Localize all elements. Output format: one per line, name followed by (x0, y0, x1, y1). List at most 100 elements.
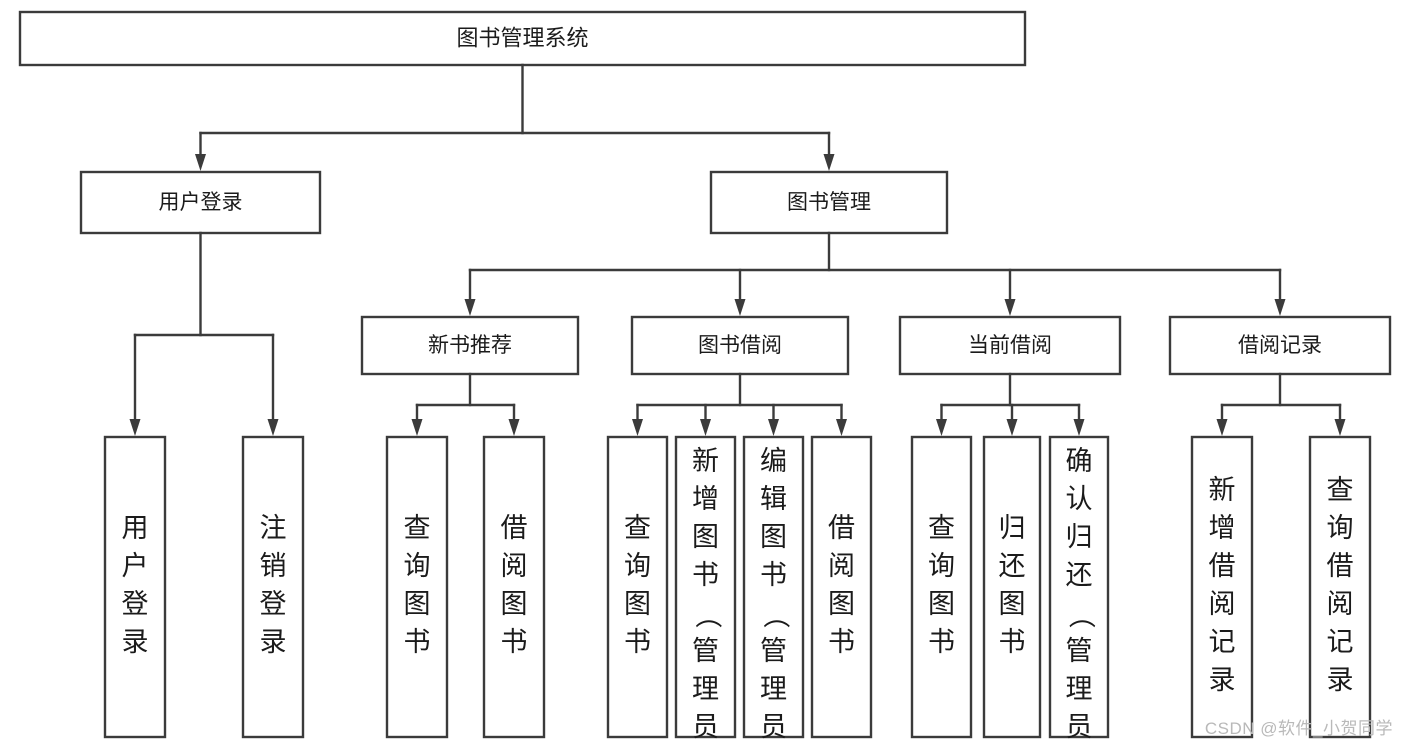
svg-text:增: 增 (692, 484, 719, 514)
svg-text:询: 询 (1327, 513, 1354, 543)
arrow-head (823, 154, 835, 171)
svg-text:（: （ (1066, 602, 1096, 629)
svg-text:录: 录 (260, 627, 287, 657)
svg-text:借: 借 (1327, 551, 1354, 581)
node-level2-1-rect (360, 315, 580, 376)
node-level2-3-label: 当前借阅 (968, 334, 1052, 357)
svg-text:书: 书 (828, 627, 855, 657)
node-leaf-5-1-rect (1190, 435, 1254, 739)
svg-text:注: 注 (260, 513, 287, 543)
svg-text:管: 管 (692, 636, 719, 666)
svg-text:借: 借 (501, 513, 528, 543)
arrow-head (195, 154, 206, 171)
svg-text:新: 新 (692, 446, 719, 476)
svg-text:管: 管 (1066, 636, 1093, 666)
node-level2-4[interactable]: 借阅记录 (1168, 315, 1392, 376)
node-leaf-5-2-rect (1308, 435, 1372, 739)
arrow-head (836, 419, 847, 436)
svg-text:阅: 阅 (1209, 589, 1236, 619)
arrow-head (1004, 299, 1016, 316)
node-level2-1-label: 新书推荐 (428, 334, 512, 357)
svg-text:录: 录 (1209, 665, 1236, 695)
arrow-head (1216, 419, 1228, 436)
arrow-head (1006, 419, 1018, 436)
node-level2-4-label: 借阅记录 (1238, 334, 1322, 357)
svg-text:书: 书 (760, 560, 787, 590)
svg-text:录: 录 (122, 627, 149, 657)
node-level2-3[interactable]: 当前借阅 (898, 315, 1122, 376)
svg-text:还: 还 (1066, 560, 1093, 590)
node-leaf-1-1-rect (103, 435, 167, 739)
svg-text:管: 管 (760, 636, 787, 666)
node-level2-1[interactable]: 新书推荐 (360, 315, 580, 376)
svg-text:书: 书 (404, 627, 431, 657)
svg-text:阅: 阅 (501, 551, 528, 581)
arrow-head (464, 299, 476, 316)
node-leaf-1-2-rect (241, 435, 305, 739)
svg-text:辑: 辑 (760, 484, 787, 514)
svg-text:书: 书 (501, 627, 528, 657)
node-level1-2-label: 图书管理 (787, 191, 871, 214)
arrow-head (700, 419, 711, 436)
arrow-head (1274, 299, 1286, 316)
arrow-head (936, 419, 947, 436)
node-level1-1[interactable]: 用户登录 (79, 170, 322, 235)
svg-text:书: 书 (999, 627, 1026, 657)
arrow-head (1073, 419, 1085, 436)
svg-text:认: 认 (1066, 484, 1093, 514)
node-level2-2[interactable]: 图书借阅 (630, 315, 850, 376)
svg-text:借: 借 (828, 513, 855, 543)
svg-text:询: 询 (624, 551, 651, 581)
svg-text:编: 编 (760, 446, 787, 476)
svg-text:销: 销 (260, 551, 287, 581)
svg-text:理: 理 (1066, 674, 1093, 704)
node-leaf-4-1-rect (910, 435, 973, 739)
svg-text:记: 记 (1209, 627, 1236, 657)
node-level2-2-rect (630, 315, 850, 376)
svg-text:归: 归 (1066, 522, 1093, 552)
svg-text:借: 借 (1209, 551, 1236, 581)
svg-text:记: 记 (1327, 627, 1354, 657)
svg-text:图: 图 (624, 589, 651, 619)
svg-text:录: 录 (1327, 665, 1354, 695)
svg-text:（: （ (692, 602, 722, 629)
svg-text:阅: 阅 (1327, 589, 1354, 619)
node-leaf-2-2-rect (482, 435, 546, 739)
svg-text:阅: 阅 (828, 551, 855, 581)
svg-text:图: 图 (828, 589, 855, 619)
node-level1-2[interactable]: 图书管理 (709, 170, 949, 235)
node-root-label: 图书管理系统 (456, 25, 588, 50)
svg-text:查: 查 (1327, 475, 1354, 505)
svg-text:员: 员 (692, 712, 719, 742)
svg-text:图: 图 (999, 589, 1026, 619)
node-leaf-1-1[interactable]: 用户登录 (103, 435, 167, 739)
svg-text:归: 归 (999, 513, 1026, 543)
node-leaf-3-2-rect (674, 435, 737, 739)
node-leaf-3-4-rect (810, 435, 873, 739)
svg-text:查: 查 (404, 513, 431, 543)
node-root[interactable]: 图书管理系统 (18, 10, 1027, 67)
svg-text:新: 新 (1209, 475, 1236, 505)
svg-text:登: 登 (122, 589, 149, 619)
arrow-head (1334, 419, 1346, 436)
